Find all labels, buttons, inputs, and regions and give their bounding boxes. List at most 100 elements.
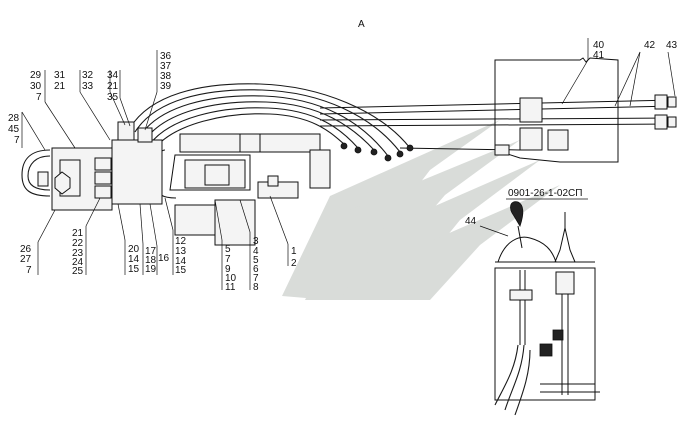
callout-18: 18 <box>145 255 157 266</box>
callout-3: 3 <box>253 236 259 247</box>
right-bracket-panel <box>494 57 619 163</box>
valve-spool <box>204 164 230 186</box>
tube-end-fitting-lower <box>654 114 668 130</box>
callout-27: 27 <box>20 254 32 265</box>
callout-24: 24 <box>72 257 84 268</box>
joystick-boot <box>497 236 557 263</box>
tube-end-fitting-upper <box>654 94 668 110</box>
callout-20: 20 <box>128 244 140 255</box>
hose-end-4 <box>370 148 378 156</box>
joystick-manifold <box>509 289 533 301</box>
callout-32: 32 <box>82 70 94 81</box>
callout-40: 40 <box>593 40 605 51</box>
lower-valve-block <box>174 204 216 236</box>
callout-21-b: 21 <box>107 81 119 92</box>
callout-22: 22 <box>72 238 84 249</box>
distributor-side-plug <box>37 171 49 187</box>
valve-bank-top-fitting-2 <box>137 127 153 143</box>
callout-21-c: 21 <box>72 228 84 239</box>
callout-5-b: 5 <box>253 255 259 266</box>
callout-23: 23 <box>72 248 84 259</box>
callout-43: 43 <box>666 40 678 51</box>
hose-end-2 <box>396 150 404 158</box>
callout-15-a: 15 <box>128 264 140 275</box>
tube-clamp <box>494 144 510 156</box>
tube-coupling-lower <box>519 127 543 151</box>
callout-35: 35 <box>107 92 119 103</box>
control-fitting-1 <box>539 343 553 357</box>
control-stand-frame <box>494 267 596 401</box>
callout-26: 26 <box>20 244 32 255</box>
callout-10: 10 <box>225 273 237 284</box>
callout-25: 25 <box>72 266 84 277</box>
callout-7-a: 7 <box>225 254 231 265</box>
lever-handle <box>554 227 576 263</box>
valve-bank <box>111 139 163 205</box>
callout-7-b: 7 <box>253 273 259 284</box>
callout-8: 8 <box>253 282 259 293</box>
hose-end-3 <box>384 154 392 162</box>
lower-valve-body <box>214 199 256 246</box>
callout-30: 30 <box>30 81 42 92</box>
valve-housing <box>169 154 251 191</box>
view-label: А <box>358 19 365 30</box>
tube-end-nut-lower <box>667 116 677 128</box>
callout-7-top: 7 <box>36 92 42 103</box>
lever-valve <box>555 271 575 295</box>
callout-21-a: 21 <box>54 81 66 92</box>
control-stand <box>479 201 600 416</box>
drawing-code: 0901-26-1-02СП <box>508 188 582 199</box>
callout-12: 12 <box>175 236 187 247</box>
callout-41: 41 <box>593 50 605 61</box>
central-assembly <box>151 133 331 246</box>
leader-lines <box>21 38 676 290</box>
left-distributor <box>21 121 163 211</box>
callout-45: 45 <box>8 124 20 135</box>
callout-7-mid: 7 <box>14 135 20 146</box>
callout-7-bottom: 7 <box>26 265 32 276</box>
cylinder-end-bracket <box>309 149 331 189</box>
callout-1: 1 <box>291 246 297 257</box>
horizontal-cylinder <box>179 133 321 153</box>
callout-4: 4 <box>253 246 259 257</box>
tube-valve-block <box>547 129 569 151</box>
callout-42: 42 <box>644 40 656 51</box>
callout-15-b: 15 <box>175 265 187 276</box>
callout-labels: 36 37 38 39 29 30 7 31 21 32 33 34 21 35… <box>8 40 678 293</box>
hose-bundle <box>129 83 414 162</box>
callout-11: 11 <box>225 282 236 293</box>
side-port-cap <box>267 175 279 187</box>
callout-14-a: 14 <box>128 254 140 265</box>
valve-bank-top-fitting <box>117 121 135 141</box>
callout-17: 17 <box>145 246 157 257</box>
callout-37: 37 <box>160 61 172 72</box>
callout-34: 34 <box>107 70 119 81</box>
callout-19: 19 <box>145 264 157 275</box>
callout-16: 16 <box>158 253 170 264</box>
callout-14-b: 14 <box>175 256 187 267</box>
callout-31: 31 <box>54 70 66 81</box>
control-fitting-2 <box>552 329 564 341</box>
callout-2: 2 <box>291 258 297 269</box>
callout-33: 33 <box>82 81 94 92</box>
callout-6: 6 <box>253 264 259 275</box>
callout-39: 39 <box>160 81 172 92</box>
callout-38: 38 <box>160 71 172 82</box>
distributor-nut <box>54 171 71 195</box>
tube-end-nut-upper <box>667 96 677 108</box>
callout-9: 9 <box>225 264 231 275</box>
callout-36: 36 <box>160 51 172 62</box>
distributor-fitting-3 <box>94 185 112 199</box>
main-tubes <box>319 94 677 156</box>
hose-end-1 <box>406 144 414 152</box>
watermark-logo <box>282 120 560 300</box>
tube-coupling-upper <box>519 97 543 123</box>
callout-5: 5 <box>225 244 231 255</box>
distributor-fitting-1 <box>94 157 112 171</box>
distributor-fitting-2 <box>94 171 112 185</box>
hose-end-5 <box>354 146 362 154</box>
callout-28: 28 <box>8 113 20 124</box>
hose-end-6 <box>340 142 348 150</box>
